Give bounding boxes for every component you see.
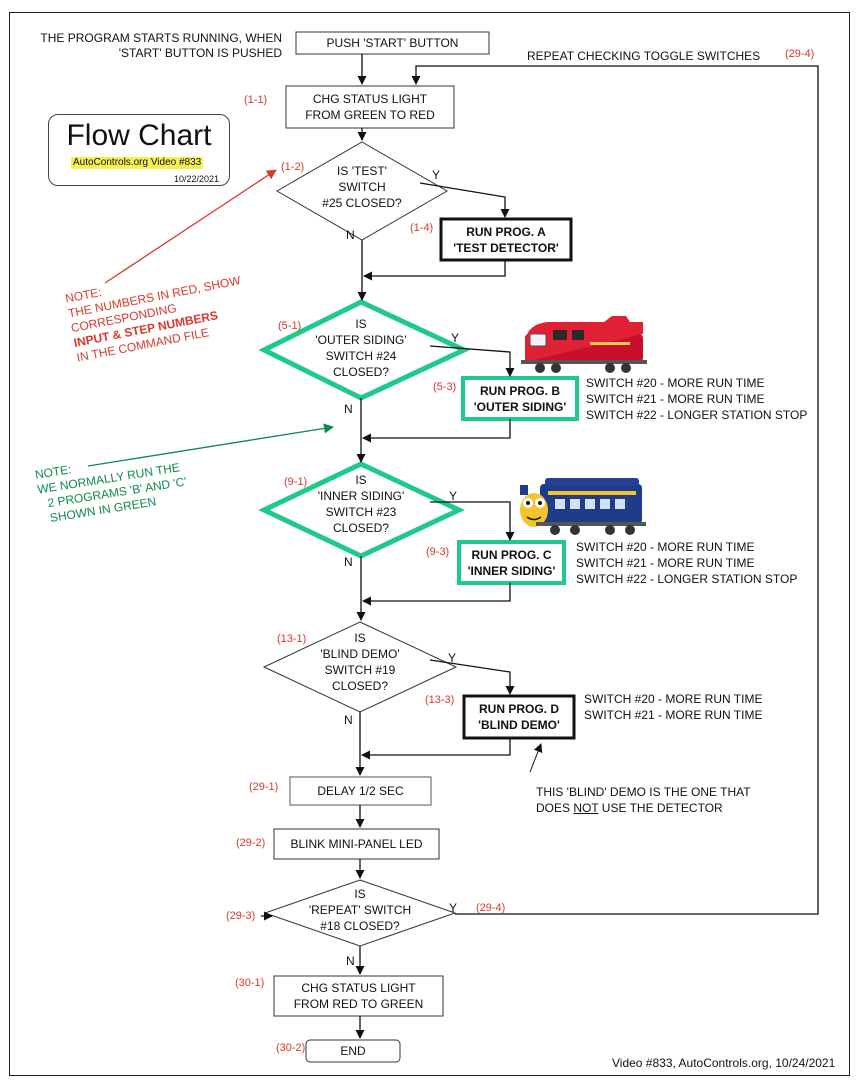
connector-yes-d: [429, 659, 515, 695]
step-number: (9-3): [426, 546, 450, 558]
connector-return-b: [362, 419, 511, 443]
switch-list-b-item: SWITCH #21 - MORE RUN TIME: [586, 392, 765, 406]
intro-line-1: THE PROGRAM STARTS RUNNING, WHEN: [40, 31, 282, 45]
intro-line-2: 'START' BUTTON IS PUSHED: [118, 46, 282, 60]
switch-list-c-item: SWITCH #20 - MORE RUN TIME: [576, 540, 755, 554]
yes-label: Y: [432, 168, 441, 182]
connector-return-d: [361, 738, 511, 760]
switch-list-b-item: SWITCH #22 - LONGER STATION STOP: [586, 408, 808, 422]
end-box: [305, 1039, 401, 1063]
start-box-label: PUSH 'START' BUTTON: [326, 36, 459, 50]
prog-b-label: RUN PROG. B'OUTER SIDING': [473, 383, 567, 414]
connector-yes-c: [430, 501, 515, 541]
delay-label: DELAY 1/2 SEC: [317, 784, 404, 798]
blind-note-line-2: DOES NOT USE THE DETECTOR: [536, 801, 723, 815]
step-number: (29-4): [785, 48, 815, 60]
red-note-arrow: [104, 169, 277, 284]
step-number: (1-1): [244, 94, 268, 106]
footer-credit: Video #833, AutoControls.org, 10/24/2021: [612, 1056, 836, 1070]
step-number: (30-2): [276, 1042, 306, 1054]
switch-list-b-item: SWITCH #20 - MORE RUN TIME: [586, 376, 765, 390]
title-card-subtitle: AutoControls.org Video #833: [71, 157, 204, 169]
no-label: N: [344, 555, 353, 569]
step-number: (13-3): [425, 694, 455, 706]
title-card-date: 10/22/2021: [173, 174, 219, 184]
blind-note-arrow: [529, 743, 543, 773]
prog-d-label: RUN PROG. D'BLIND DEMO': [478, 702, 560, 732]
end-label: END: [340, 1044, 366, 1058]
switch-list-c-item: SWITCH #22 - LONGER STATION STOP: [576, 572, 798, 586]
title-card: Flow Chart AutoControls.org Video #833 1…: [48, 114, 230, 186]
step-number: (9-1): [284, 476, 308, 488]
prog-a-box: [439, 217, 573, 262]
red-train-image: [521, 316, 647, 373]
connector-return-a: [363, 260, 506, 281]
prog-b-box: [461, 376, 579, 421]
blink-label: BLINK MINI-PANEL LED: [290, 837, 423, 851]
step-number: (29-4): [476, 902, 506, 914]
step-number: (29-1): [249, 781, 279, 793]
chg-status-box: [285, 85, 455, 129]
no-label: N: [346, 954, 355, 968]
blue-train-image: [520, 478, 646, 535]
switch-list-c-item: SWITCH #21 - MORE RUN TIME: [576, 556, 755, 570]
blind-note-line-1: THIS 'BLIND' DEMO IS THE ONE THAT: [536, 785, 751, 799]
repeat-checking-label: REPEAT CHECKING TOGGLE SWITCHES: [527, 49, 761, 63]
title-card-heading: Flow Chart: [66, 119, 212, 152]
blink-box: [273, 828, 440, 860]
prog-c-label: RUN PROG. C'INNER SIDING': [467, 547, 556, 578]
step-number: (30-1): [235, 977, 265, 989]
switch-list-d-item: SWITCH #20 - MORE RUN TIME: [584, 692, 763, 706]
yes-label: Y: [448, 651, 457, 665]
green-note-arrow: [87, 423, 334, 467]
connector-yes-b: [429, 345, 515, 377]
no-label: N: [344, 713, 353, 727]
test-decision-label: IS 'TEST'SWITCH#25 CLOSED?: [322, 164, 402, 210]
connector-return-c: [362, 583, 511, 606]
chg-status-box-2: [273, 975, 444, 1017]
prog-c-box: [457, 540, 566, 585]
prog-a-label: RUN PROG. A'TEST DETECTOR': [453, 224, 559, 255]
no-label: N: [344, 402, 353, 416]
no-label: N: [346, 228, 355, 242]
step-number: (1-2): [281, 161, 305, 173]
step-number: (29-3): [226, 910, 256, 922]
repeat-decision-label: IS'REPEAT' SWITCH#18 CLOSED?: [308, 887, 412, 933]
yes-label: Y: [449, 489, 458, 503]
yes-label: Y: [451, 331, 460, 345]
step-number: (5-3): [433, 381, 457, 393]
start-box: [295, 31, 490, 55]
connector-yes-a: [419, 182, 510, 218]
step-number: (5-1): [278, 320, 302, 332]
switch-list-d-item: SWITCH #21 - MORE RUN TIME: [584, 708, 763, 722]
repeat-loop-connector: [411, 65, 819, 915]
step-number: (13-1): [277, 633, 307, 645]
step-number: (1-4): [410, 222, 434, 234]
step-number: (29-2): [236, 837, 266, 849]
prog-d-box: [462, 694, 576, 740]
yes-label: Y: [449, 901, 458, 915]
page-frame: [9, 12, 850, 1076]
